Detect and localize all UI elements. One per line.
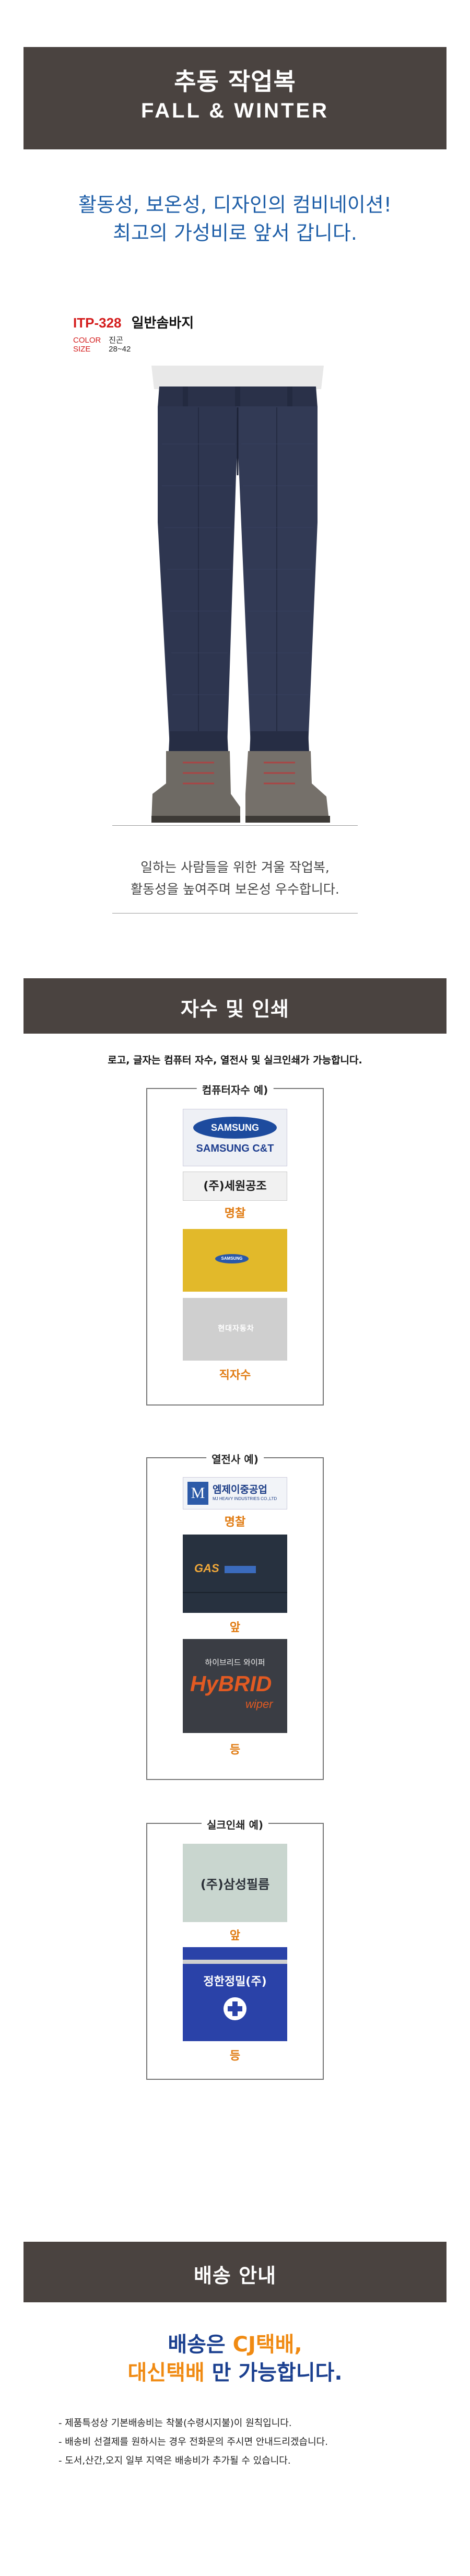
samsung-ct-text: SAMSUNG C&T xyxy=(196,1143,274,1154)
spec-color-value: 진곤 xyxy=(109,336,123,345)
embroidery-banner: 자수 및 인쇄 xyxy=(24,978,446,1034)
samsung-logo: SAMSUNG xyxy=(193,1117,277,1139)
computer-embroidery-label: 컴퓨터자수 예) xyxy=(196,1082,274,1097)
shipping-headline: 배송은 CJ택배, 대신택배 만 가능합니다. xyxy=(0,2331,470,2387)
gas-jacket-sample: GAS xyxy=(183,1535,287,1613)
computer-sub-nametag: 명찰 xyxy=(224,1207,246,1220)
silk-print-label: 실크인쇄 예) xyxy=(201,1817,269,1832)
gas-logo: GAS xyxy=(194,1562,219,1575)
heat-transfer-box: 열전사 예) M 엠제이중공업 MJ HEAVY INDUSTRIES CO.,… xyxy=(146,1451,324,1780)
computer-embroidery-box: 컴퓨터자수 예) SAMSUNG SAMSUNG C&T (주)세원공조 명찰 … xyxy=(146,1082,324,1406)
mj-name-ko: 엠제이중공업 xyxy=(213,1484,267,1495)
hybrid-en: HyBRID xyxy=(190,1671,272,1696)
shipping-notes: - 제품특성상 기본배송비는 착불(수령시지불)이 원칙입니다. - 배송비 선… xyxy=(58,2414,328,2470)
computer-sub-direct: 직자수 xyxy=(219,1369,251,1382)
samsung-film-text: (주)삼성필름 xyxy=(200,1877,270,1892)
cross-emblem-icon xyxy=(224,1997,246,2020)
header-title-en: FALL & WINTER xyxy=(140,99,330,122)
silk-front-sample: (주)삼성필름 xyxy=(183,1844,287,1922)
embroidery-note: 로고, 글자는 컴퓨터 자수, 열전사 및 실크인쇄가 가능합니다. xyxy=(108,1055,362,1066)
shipping-note: - 제품특성상 기본배송비는 착불(수령시지불)이 원칙입니다. xyxy=(58,2418,292,2429)
silk-back-vest-sample: 정한정밀(주) xyxy=(183,1947,287,2041)
shipping-note: - 배송비 선결제를 원하시는 경우 전화문의 주시면 안내드리겠습니다. xyxy=(58,2437,328,2448)
yellow-fabric-sample: SAMSUNG xyxy=(183,1229,287,1292)
heat-transfer-label: 열전사 예) xyxy=(206,1451,264,1466)
hybrid-ko: 하이브리드 와이퍼 xyxy=(205,1658,265,1667)
spec-size-value: 28~42 xyxy=(109,345,131,354)
gas-logo-bar xyxy=(225,1566,256,1573)
reflective-stripe xyxy=(183,1960,287,1964)
shipping-line2-a: 대신택배 xyxy=(127,2361,205,2385)
tagline-line1: 활동성, 보온성, 디자인의 컴비네이션! xyxy=(78,193,392,216)
caption-line2: 활동성을 높여주며 보온성 우수합니다. xyxy=(131,882,339,897)
heat-sub-front: 앞 xyxy=(229,1621,241,1634)
product-code: ITP-328 xyxy=(73,315,122,331)
sewon-patch: (주)세원공조 xyxy=(183,1172,287,1201)
hybrid-wiper: wiper xyxy=(245,1697,273,1711)
shipping-line2-b: 만 가능합니다. xyxy=(204,2361,343,2385)
hybrid-jacket-sample: 하이브리드 와이퍼 HyBRID wiper xyxy=(183,1639,287,1733)
product-heading: ITP-328 일반솜바지 xyxy=(73,312,194,332)
heat-sub-back: 등 xyxy=(229,1743,241,1757)
shipping-note: - 도서,산간,오지 일부 지역은 배송비가 추가될 수 있습니다. xyxy=(58,2455,291,2466)
product-name: 일반솜바지 xyxy=(131,315,194,331)
product-photo-pants xyxy=(120,366,355,830)
gas-pocket-seam xyxy=(183,1592,287,1593)
silk-sub-back: 등 xyxy=(229,2050,241,2063)
silk-print-box: 실크인쇄 예) (주)삼성필름 앞 정한정밀(주) 등 xyxy=(146,1817,324,2080)
spec-size: SIZE 28~42 xyxy=(73,345,131,354)
mj-patch: M 엠제이중공업 MJ HEAVY INDUSTRIES CO.,LTD xyxy=(183,1477,287,1509)
embroidery-title: 자수 및 인쇄 xyxy=(180,998,290,1021)
hyundai-logo: 현대자동차 xyxy=(218,1325,254,1333)
mj-logo-icon: M xyxy=(187,1482,208,1505)
product-caption: 일하는 사람들을 위한 겨울 작업복, 활동성을 높여주며 보온성 우수합니다. xyxy=(0,857,470,900)
spec-color: COLOR 진곤 xyxy=(73,334,123,345)
spec-size-label: SIZE xyxy=(73,345,91,354)
shipping-line1-b: CJ택배, xyxy=(232,2333,302,2357)
header-title-ko: 추동 작업복 xyxy=(174,67,296,96)
heat-sub-nametag: 명찰 xyxy=(224,1516,246,1529)
tagline: 활동성, 보온성, 디자인의 컴비네이션! 최고의 가성비로 앞서 갑니다. xyxy=(0,191,470,247)
silk-sub-front: 앞 xyxy=(229,1929,241,1942)
mj-name-en: MJ HEAVY INDUSTRIES CO.,LTD xyxy=(213,1496,277,1501)
small-samsung-logo: SAMSUNG xyxy=(215,1254,249,1263)
header-banner: 추동 작업복 FALL & WINTER xyxy=(24,47,446,149)
shipping-line1-a: 배송은 xyxy=(168,2333,233,2357)
samsung-patch: SAMSUNG SAMSUNG C&T xyxy=(183,1109,287,1166)
shipping-title: 배송 안내 xyxy=(193,2264,277,2287)
gray-fabric-sample: 현대자동차 xyxy=(183,1298,287,1361)
junghan-text: 정한정밀(주) xyxy=(203,1975,267,1988)
divider-bottom xyxy=(112,913,358,914)
shipping-banner: 배송 안내 xyxy=(24,2242,446,2302)
spec-color-label: COLOR xyxy=(73,336,101,345)
caption-line1: 일하는 사람들을 위한 겨울 작업복, xyxy=(140,860,330,875)
divider-top xyxy=(112,825,358,826)
tagline-line2: 최고의 가성비로 앞서 갑니다. xyxy=(113,221,357,244)
